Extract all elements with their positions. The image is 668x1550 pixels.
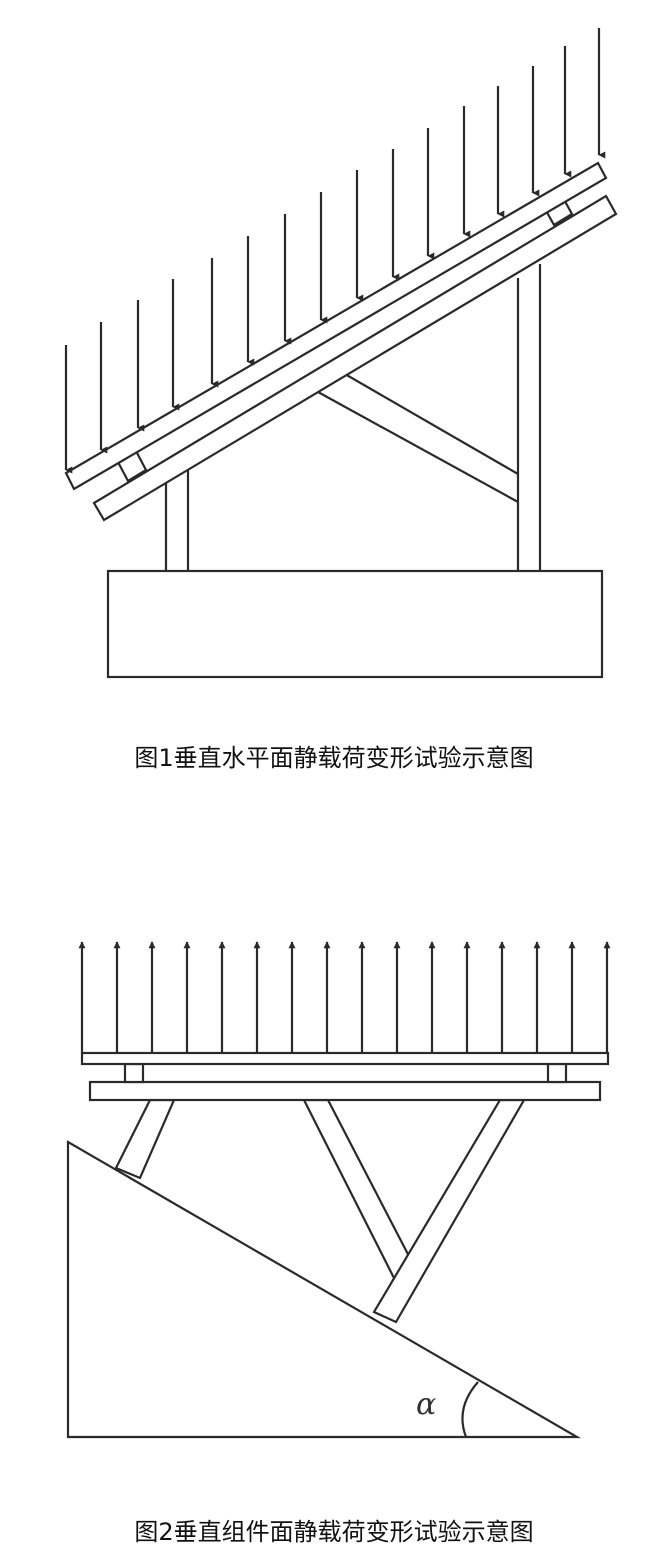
figure-1-caption: 图1垂直水平面静载荷变形试验示意图 (134, 744, 534, 772)
fig1-lower-rail (92, 194, 618, 522)
fig1-right-leg (516, 264, 542, 571)
figure-1-diagram (64, 28, 618, 679)
fig2-inclined-base (66, 1140, 582, 1439)
fig2-spacer-left (123, 1062, 145, 1084)
fig2-load-arrows (78, 941, 611, 1053)
fig2-upper-panel (80, 1051, 610, 1066)
fig2-angle-arc (461, 1381, 479, 1438)
fig1-load-arrows (64, 28, 606, 474)
fig2-lower-rail (88, 1080, 602, 1102)
fig2-v-brace (302, 1098, 526, 1324)
fig1-diagonal-brace (317, 369, 519, 503)
fig2-left-brace (114, 1098, 176, 1180)
fig1-left-leg (164, 466, 190, 571)
figure-2-caption: 图2垂直组件面静载荷变形试验示意图 (134, 1518, 534, 1546)
fig2-angle-label: α (416, 1387, 436, 1422)
fig2-spacer-right (546, 1062, 568, 1084)
fig1-upper-panel (64, 161, 608, 491)
fig1-base-block (106, 569, 604, 679)
